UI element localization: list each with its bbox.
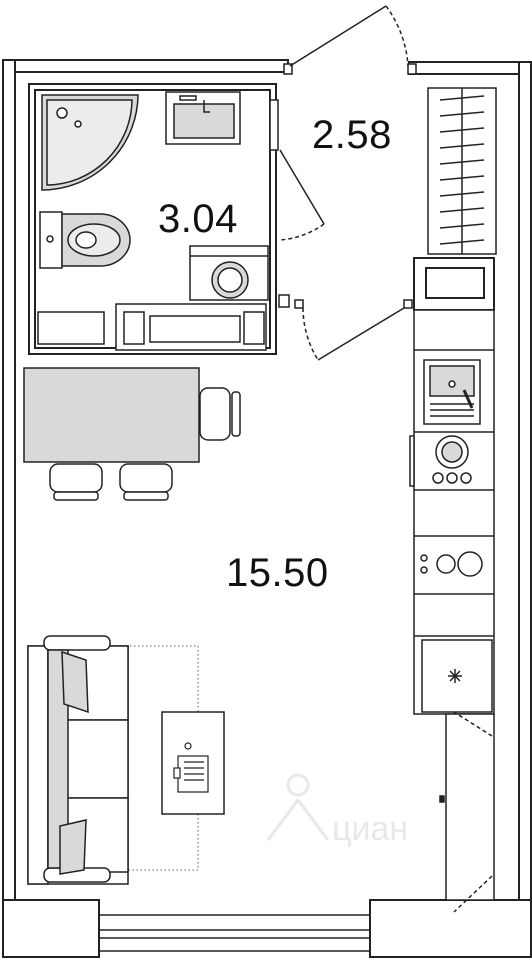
bathroom-partition	[269, 99, 290, 308]
toilet	[39, 211, 131, 269]
bathroom-area-label: 3.04	[158, 197, 238, 241]
laptop	[173, 742, 209, 793]
kitchen-partition	[413, 257, 495, 311]
kettle	[432, 435, 472, 484]
dining-chair-right	[199, 387, 241, 441]
sofa-cushion-bottom	[59, 819, 87, 875]
bathroom-cabinets	[37, 303, 267, 351]
watermark: циан	[266, 773, 408, 848]
bathroom-door	[279, 149, 325, 241]
dining-table	[23, 367, 200, 463]
entrance-door	[283, 5, 417, 75]
outer-walls	[2, 59, 532, 958]
right-door	[439, 711, 495, 913]
studio-door	[294, 299, 413, 361]
kitchen-sink	[423, 359, 481, 425]
watermark-text: циан	[332, 810, 408, 848]
dining-chair-left	[49, 463, 103, 501]
shower-tray	[41, 94, 139, 191]
sofa-cushion-top	[61, 650, 89, 714]
dining-chair-middle	[119, 463, 173, 501]
cooktop	[420, 551, 483, 577]
washing-machine	[189, 245, 269, 301]
wardrobe	[427, 87, 497, 255]
hallway-area-label: 2.58	[312, 113, 392, 157]
fridge	[421, 639, 493, 713]
window-bottom	[98, 914, 371, 952]
bathroom-sink	[165, 91, 241, 145]
studio-area-label: 15.50	[226, 551, 329, 595]
